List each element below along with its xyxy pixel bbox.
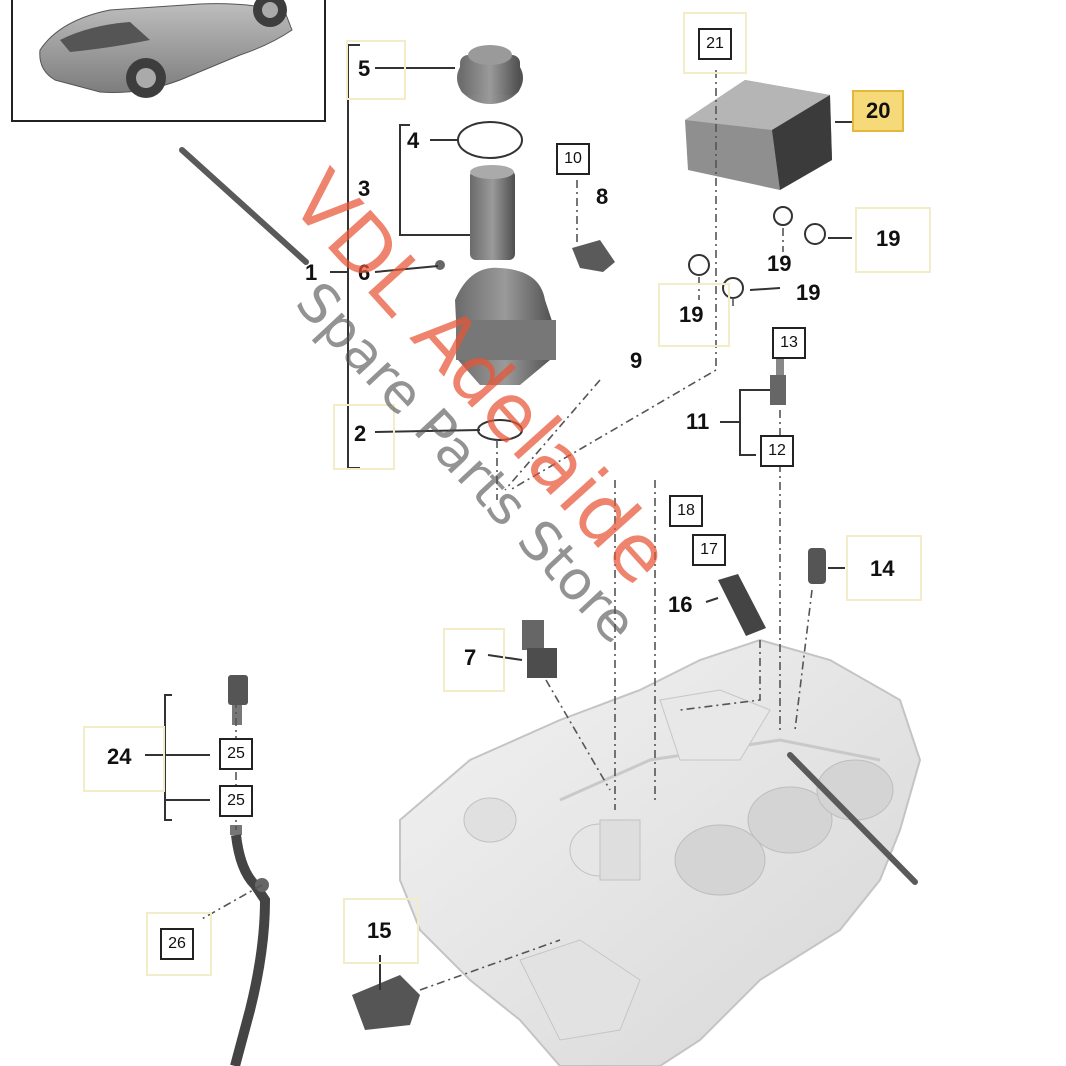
callout-frame [846,535,922,601]
callout-frame [146,912,212,976]
sensor-16 [718,574,766,636]
bracket-part [572,240,615,272]
callout-16[interactable]: 16 [668,592,693,617]
leader-lines [145,44,852,990]
oil-filter-assembly [435,45,556,441]
callout-2[interactable]: 2 [354,421,367,446]
callout-10[interactable]: 10 [556,143,590,175]
engine-block [399,638,922,1066]
callout-frame [683,12,747,74]
callout-frame [443,628,505,692]
callout-3[interactable]: 3 [358,176,371,201]
callout-frame [333,404,395,470]
callout-frame [83,726,165,792]
callout-19-lower[interactable]: 19 [796,280,821,305]
callout-5[interactable]: 5 [358,56,371,81]
callout-frame [346,40,406,100]
callout-1[interactable]: 1 [305,260,318,285]
sensor-13 [770,350,786,405]
callout-8[interactable]: 8 [596,184,609,209]
sensor-15 [352,975,420,1030]
callout-11[interactable]: 11 [686,409,710,434]
callout-9[interactable]: 9 [630,348,643,373]
sensor-14 [808,548,826,584]
dipstick-tube [228,675,271,1066]
callout-19-left[interactable]: 19 [679,302,704,327]
callout-4[interactable]: 4 [407,128,420,153]
callout-19-right[interactable]: 19 [876,226,901,251]
callout-frame [855,207,931,273]
callout-12[interactable]: 12 [760,435,794,467]
sensor-7 [522,620,557,678]
watermark-strokes [179,147,918,885]
callout-20[interactable]: 20 [852,90,905,132]
callout-25-upper[interactable]: 25 [219,738,253,770]
callout-26[interactable]: 26 [160,928,194,960]
callout-7[interactable]: 7 [464,645,477,670]
vehicle-thumbnail [11,0,326,122]
callout-frame [343,898,419,964]
callout-14[interactable]: 14 [870,556,895,581]
callout-24[interactable]: 24 [107,744,132,769]
callout-19-center[interactable]: 19 [767,251,792,276]
callout-13[interactable]: 13 [772,327,806,359]
callout-25-lower[interactable]: 25 [219,785,253,817]
callout-21[interactable]: 21 [698,28,732,60]
callout-6[interactable]: 6 [358,260,371,285]
callout-frame [658,283,730,347]
callout-15[interactable]: 15 [367,918,392,943]
callout-18[interactable]: 18 [669,495,703,527]
callout-17[interactable]: 17 [692,534,726,566]
oil-cooler [685,80,832,299]
